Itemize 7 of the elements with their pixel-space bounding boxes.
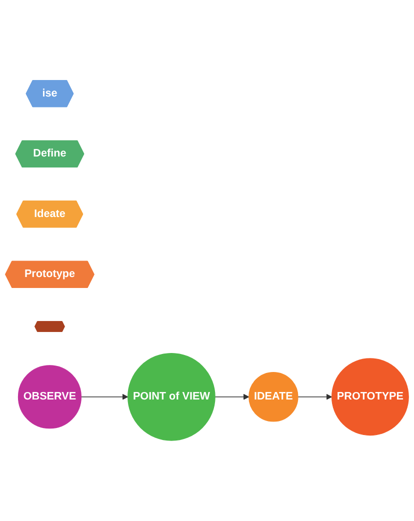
arrow bbox=[214, 394, 250, 400]
node-circle: POINT of VIEW bbox=[128, 353, 216, 441]
node-circle: IDEATE bbox=[248, 372, 298, 422]
arrow bbox=[298, 394, 332, 400]
node-circle: OBSERVE bbox=[18, 365, 82, 429]
node-circle: PROTOTYPE bbox=[331, 358, 409, 436]
arrow bbox=[80, 394, 128, 400]
